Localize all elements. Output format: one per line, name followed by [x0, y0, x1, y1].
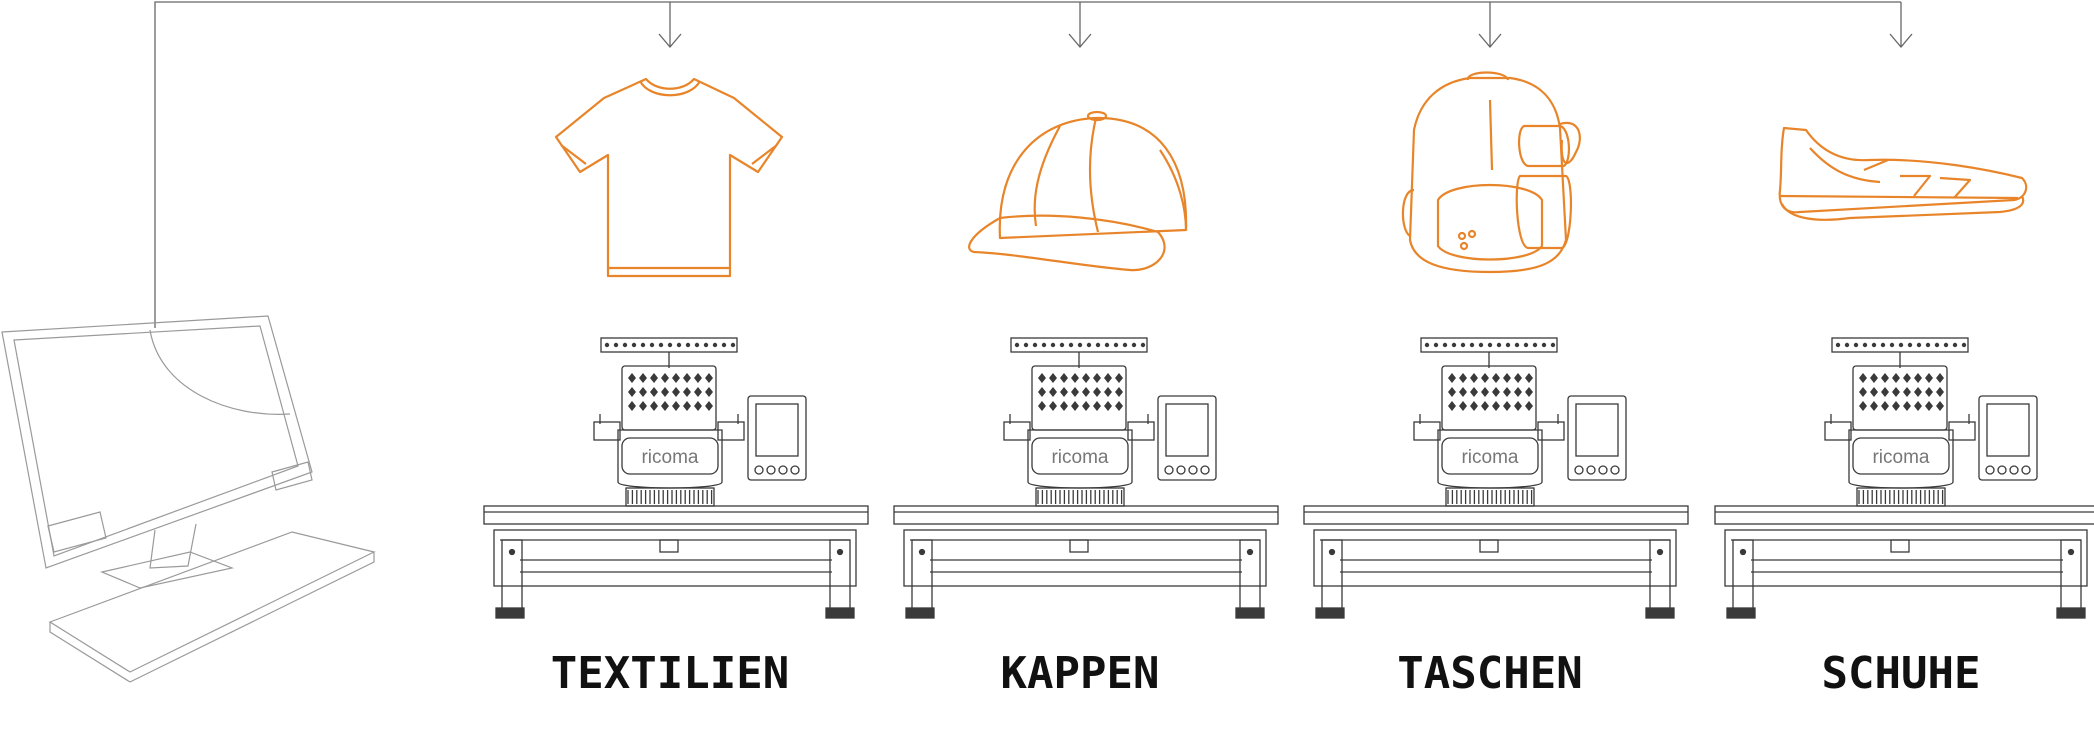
machine-brand-label: ricoma	[1872, 447, 1929, 468]
embroidery-machine-3: ricoma	[1303, 337, 1689, 619]
shoe-icon	[1778, 126, 2028, 221]
machine-brand-label: ricoma	[641, 447, 698, 468]
embroidery-machine-2: ricoma	[893, 337, 1279, 619]
arrow-3	[1478, 2, 1502, 49]
connection-lines	[154, 1, 1913, 328]
arrow-2	[1068, 2, 1092, 49]
label-textilien: TEXTILIEN	[551, 648, 789, 699]
t-shirt-icon	[554, 77, 784, 278]
label-kappen: KAPPEN	[1001, 648, 1160, 699]
target-labels: TEXTILIEN KAPPEN TASCHEN SCHUHE	[551, 648, 1981, 699]
cap-icon	[968, 110, 1188, 272]
embroidery-machine-4: ricoma	[1714, 337, 2094, 619]
arrow-1	[658, 2, 682, 49]
label-schuhe: SCHUHE	[1822, 648, 1981, 699]
embroidery-machine-1: ricoma	[483, 337, 869, 619]
label-taschen: TASCHEN	[1397, 648, 1582, 699]
machine-brand-label: ricoma	[1461, 447, 1518, 468]
arrow-4	[1889, 2, 1913, 49]
embroidery-machines: ricoma ricoma ricoma ricoma	[483, 337, 2094, 619]
computer-icon	[1, 315, 376, 683]
machine-brand-label: ricoma	[1051, 447, 1108, 468]
backpack-icon	[1401, 71, 1581, 274]
